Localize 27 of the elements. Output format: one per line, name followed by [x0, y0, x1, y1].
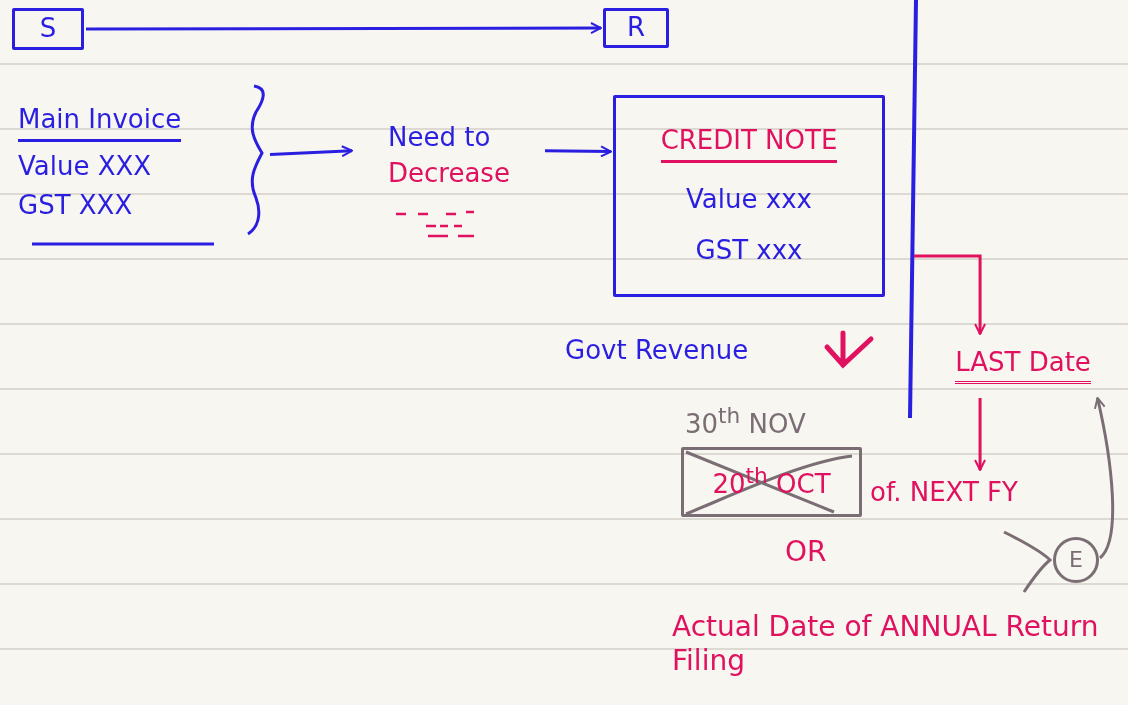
text: E [1069, 547, 1083, 573]
tax-line: GST xxx [695, 236, 803, 267]
text: Decrease [388, 158, 510, 189]
arrow [914, 254, 987, 335]
heading: CREDIT NOTE [660, 125, 838, 163]
text: R [626, 13, 646, 43]
heading: Main Invoice [18, 104, 182, 142]
party-box [12, 8, 84, 50]
value-line: Value xxx [686, 184, 812, 215]
note-text: Actual Date of ANNUAL Return Filing [672, 610, 1100, 678]
text: 30$^{th}$ NOV [685, 404, 806, 440]
arrow [974, 398, 987, 471]
note-text: OR [785, 535, 827, 569]
party-box [603, 8, 669, 48]
credit-note-box [613, 95, 885, 297]
arrow [86, 22, 602, 34]
value-line: Value XXX [18, 151, 152, 182]
text: Need to [388, 122, 491, 153]
arrow [544, 145, 612, 158]
arrow [269, 145, 353, 158]
arrow [1093, 397, 1115, 559]
circle-marker [1053, 537, 1099, 583]
text: Govt Revenue [565, 336, 749, 366]
text: of. NEXT FY [870, 478, 1018, 508]
tax-line: GST XXX [18, 191, 133, 222]
text: S [39, 14, 57, 44]
text: LAST Date [955, 347, 1091, 385]
